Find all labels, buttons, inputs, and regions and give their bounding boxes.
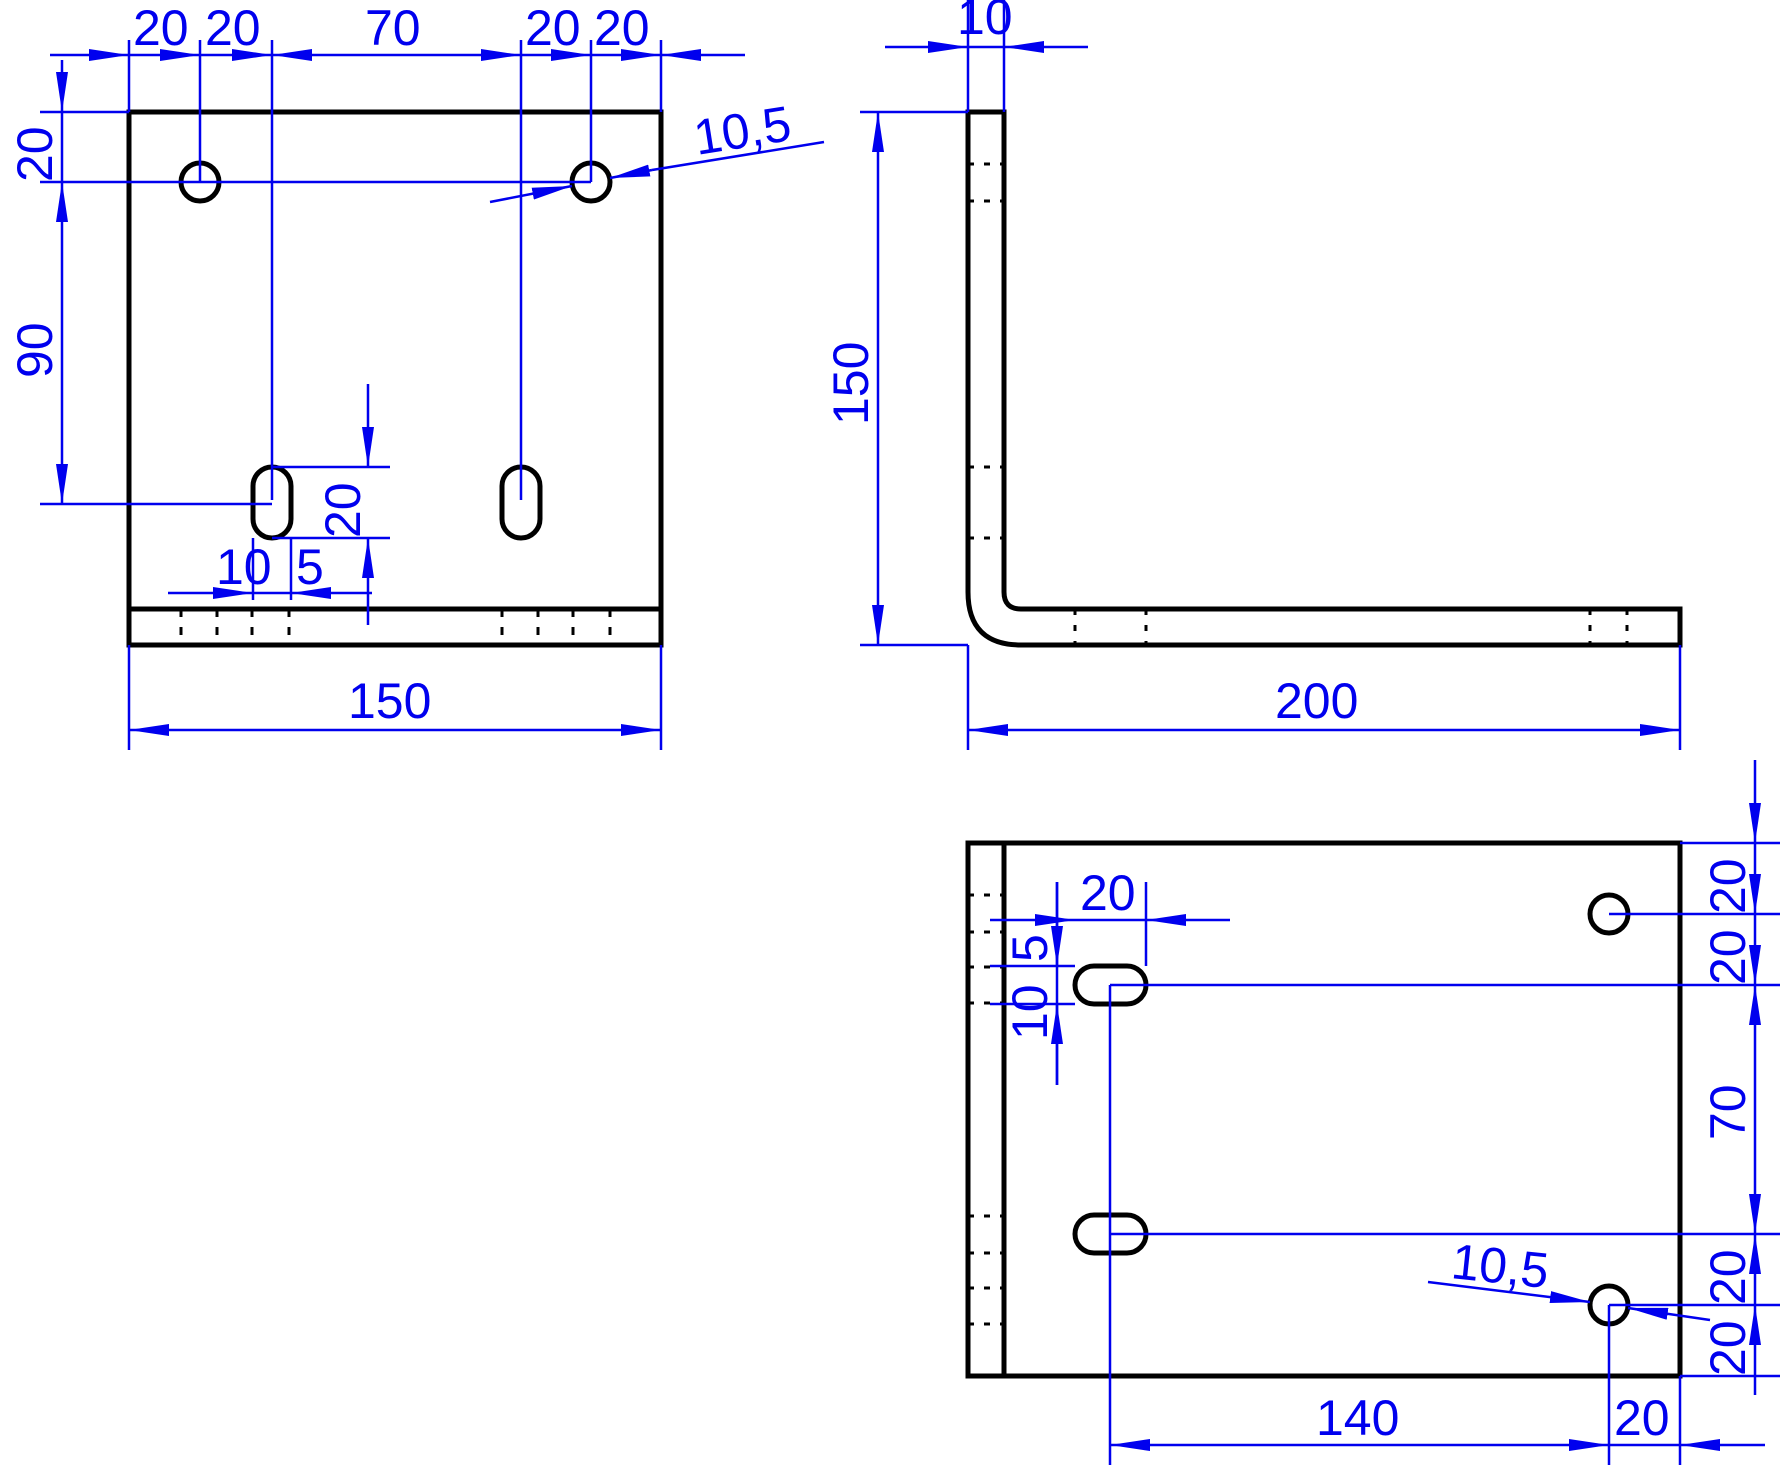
side-view: 10 150 200 bbox=[823, 0, 1683, 750]
bottom-dim-right-2: 20 bbox=[1700, 929, 1756, 985]
bottom-dim-slot-width: 10 bbox=[1002, 984, 1058, 1040]
front-dim-top-4: 20 bbox=[525, 0, 581, 56]
bottom-dim-slot-offset: 5 bbox=[1002, 934, 1058, 962]
bottom-dim-right-4: 20 bbox=[1700, 1249, 1756, 1305]
front-dim-left-2: 90 bbox=[7, 322, 63, 378]
bottom-plate-outline bbox=[965, 840, 1683, 1379]
front-dim-top-5: 20 bbox=[594, 0, 650, 56]
front-dim-slot-width: 10 bbox=[216, 539, 272, 595]
front-dim-width: 150 bbox=[348, 673, 431, 729]
front-dim-slot-length: 20 bbox=[315, 482, 371, 538]
bottom-dim-right-3: 70 bbox=[1700, 1084, 1756, 1140]
bottom-hidden-lines bbox=[968, 893, 1004, 1326]
bottom-dim-right-5: 20 bbox=[1700, 1320, 1756, 1376]
side-hidden-lines bbox=[968, 162, 1629, 645]
front-dim-top-3: 70 bbox=[365, 0, 421, 56]
front-dim-top-1: 20 bbox=[133, 0, 189, 56]
side-dim-length: 200 bbox=[1275, 673, 1358, 729]
front-flange-hidden-lines bbox=[179, 609, 612, 645]
front-dim-left-1: 20 bbox=[7, 126, 63, 182]
bottom-dim-bottom-2: 20 bbox=[1614, 1390, 1670, 1446]
front-view: 20 20 70 20 20 20 90 10,5 20 bbox=[7, 0, 825, 750]
bottom-dim-hole-diameter: 10,5 bbox=[1449, 1233, 1552, 1299]
front-dim-slot-offset: 5 bbox=[296, 539, 324, 595]
side-dim-thickness: 10 bbox=[957, 0, 1013, 45]
bottom-extension-lines bbox=[990, 841, 1780, 1465]
bottom-dim-bottom-1: 140 bbox=[1316, 1390, 1399, 1446]
front-dim-top-2: 20 bbox=[205, 0, 261, 56]
bottom-dim-slot-length: 20 bbox=[1080, 865, 1136, 921]
front-dim-hole-diameter: 10,5 bbox=[690, 95, 795, 166]
front-hole-leader bbox=[489, 140, 825, 204]
side-angle-outline bbox=[965, 109, 1683, 648]
bottom-view: 20 10 5 20 20 70 20 20 10,5 bbox=[965, 760, 1780, 1465]
bottom-dim-right-1: 20 bbox=[1700, 858, 1756, 914]
front-plate-outline bbox=[126, 109, 664, 648]
side-dim-height: 150 bbox=[823, 342, 879, 425]
bottom-hole-leader bbox=[1427, 1280, 1711, 1322]
